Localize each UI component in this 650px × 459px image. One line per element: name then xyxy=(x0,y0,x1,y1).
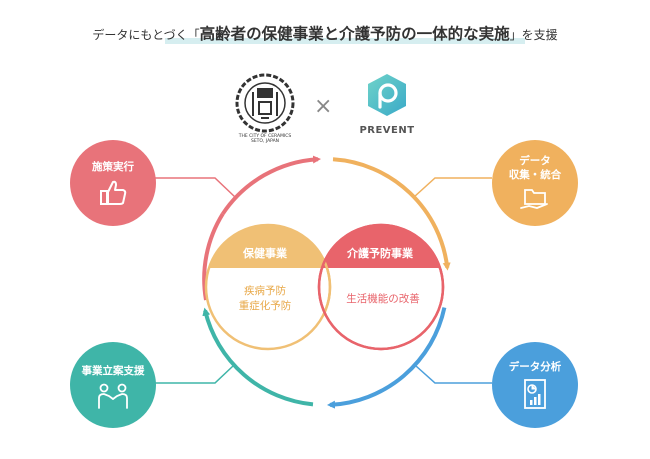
venn-right-body: 生活機能の改善 xyxy=(346,293,420,305)
cycle-arc-bottom-right xyxy=(327,307,447,409)
connector-bottom-left xyxy=(155,365,234,384)
handshake-icon xyxy=(98,383,128,409)
cycle-arc-top-left xyxy=(221,155,321,215)
node-planning-support: 事業立案支援 xyxy=(70,342,156,428)
seto-city-logo-icon xyxy=(235,73,295,133)
connector-top-right xyxy=(413,177,492,198)
node-data-collection-label2: 収集・統合 xyxy=(508,169,562,181)
seto-caption-line1: THE CITY OF CERAMICS xyxy=(238,134,292,139)
venn-left-header: 保健事業 xyxy=(243,247,287,260)
venn-right-header: 介護予防事業 xyxy=(347,247,413,260)
node-data-analysis-label: データ分析 xyxy=(508,361,562,373)
venn-left-line2: 重症化予防 xyxy=(238,300,292,312)
connector-top-left xyxy=(155,177,236,198)
node-policy-execution: 施策実行 xyxy=(70,140,156,226)
title-main: 高齢者の保健事業と介護予防の一体的な実施 xyxy=(199,25,510,43)
folder-hand-icon xyxy=(520,189,548,209)
times-symbol: × xyxy=(314,94,333,119)
title-prefix: データにもとづく「 xyxy=(92,28,200,42)
venn-left-body: 疾病予防 重症化予防 xyxy=(220,284,310,314)
page-title: データにもとづく「高齢者の保健事業と介護予防の一体的な実施」を支援 xyxy=(0,22,650,44)
node-planning-support-label: 事業立案支援 xyxy=(81,365,145,377)
node-data-analysis: データ分析 xyxy=(492,342,578,428)
node-data-collection: データ 収集・統合 xyxy=(492,140,578,226)
seto-caption-line2: SETO, JAPAN xyxy=(250,139,280,144)
seto-caption: THE CITY OF CERAMICS SETO, JAPAN xyxy=(222,134,308,144)
cycle-arc-top-left-ext xyxy=(202,212,225,301)
prevent-logo-icon xyxy=(368,74,406,116)
connector-bottom-right xyxy=(415,365,492,384)
node-data-collection-label1: データ xyxy=(519,155,551,167)
prevent-name: PREVENT xyxy=(359,125,415,136)
cycle-arc-bottom-left xyxy=(202,307,314,407)
venn-left-line1: 疾病予防 xyxy=(244,285,286,297)
cycle-arc-top-right xyxy=(332,157,451,271)
node-policy-execution-label: 施策実行 xyxy=(92,161,134,173)
thumbs-up-icon xyxy=(100,180,127,205)
title-suffix: 」を支援 xyxy=(509,28,558,42)
chart-document-icon xyxy=(524,379,546,409)
